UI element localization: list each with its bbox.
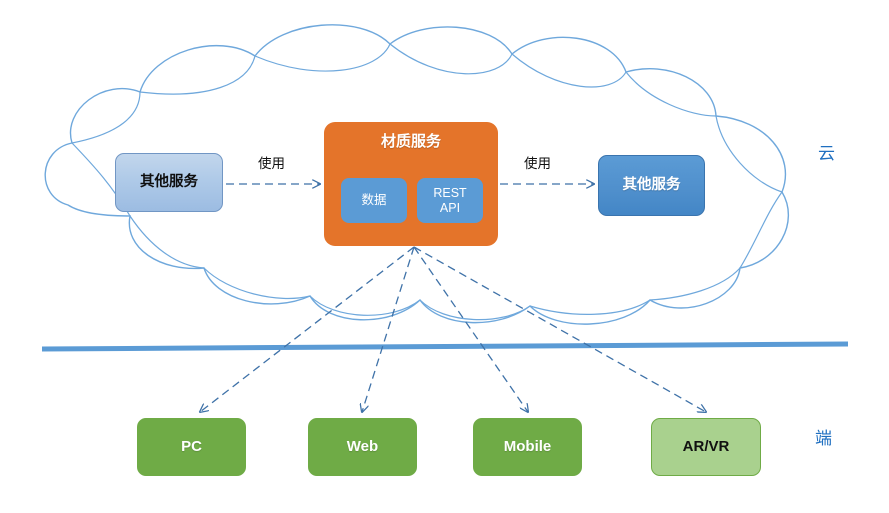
edge-label-right-use: 使用	[524, 156, 551, 171]
node-other-service-left-label: 其他服务	[140, 173, 198, 190]
rest-api-line1: REST	[433, 185, 467, 200]
node-other-service-right[interactable]: 其他服务	[598, 155, 705, 216]
node-material-service-data[interactable]: 数据	[341, 178, 407, 223]
node-client-pc-label: PC	[181, 438, 202, 456]
node-client-mobile[interactable]: Mobile	[473, 418, 582, 476]
edge-to-arvr-arrow	[413, 246, 706, 412]
edge-to-web-arrow	[362, 246, 415, 412]
node-material-service-title: 材质服务	[380, 133, 441, 150]
node-other-service-left[interactable]: 其他服务	[115, 153, 223, 212]
node-other-service-right-label: 其他服务	[622, 176, 681, 193]
node-material-service-rest-api[interactable]: REST API	[417, 178, 483, 223]
cloud-edge-divider-line	[41, 341, 849, 352]
node-client-mobile-label: Mobile	[503, 438, 552, 456]
edge-to-mobile-arrow	[413, 246, 528, 412]
node-material-service[interactable]: 材质服务 数据 REST API	[324, 122, 498, 246]
node-client-arvr-label: AR/VR	[682, 438, 730, 456]
node-material-service-data-label: 数据	[361, 193, 387, 208]
node-client-web[interactable]: Web	[308, 418, 417, 476]
rest-api-line2: API	[439, 200, 461, 215]
edge-label-left-use: 使用	[258, 156, 285, 171]
edge-to-pc-arrow	[200, 246, 415, 412]
node-client-web-label: Web	[346, 438, 379, 456]
node-client-pc[interactable]: PC	[137, 418, 246, 476]
zone-label-edge: 端	[815, 429, 832, 448]
node-material-service-rest-api-label: REST API	[433, 186, 466, 216]
node-client-arvr[interactable]: AR/VR	[651, 418, 761, 476]
zone-label-cloud: 云	[818, 144, 835, 163]
